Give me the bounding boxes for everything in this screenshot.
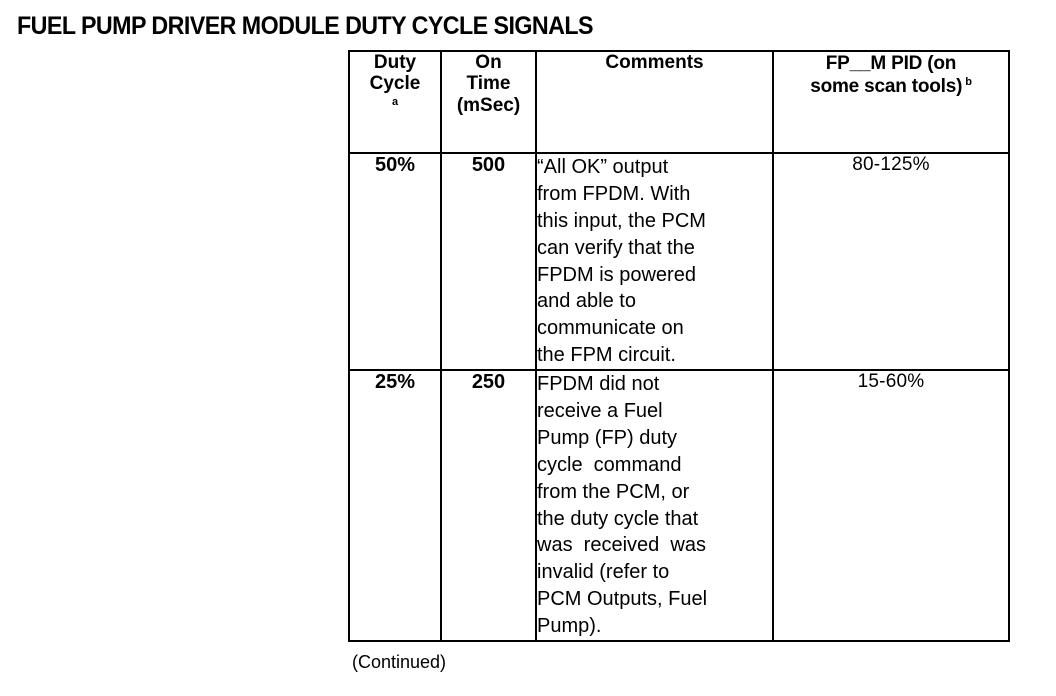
cell-duty-cycle: 50%	[348, 151, 442, 372]
column-header-on-time: On Time (mSec)	[440, 50, 537, 154]
comment-line: Pump (FP) duty	[537, 426, 678, 449]
cell-on-time: 500	[440, 151, 537, 372]
cell-comments: “All OK” output from FPDM. With this inp…	[535, 151, 774, 372]
column-header-pid: FP__M PID (on some scan tools)b	[772, 50, 1010, 154]
cell-pid-value: 80-125%	[772, 151, 1010, 372]
comment-line: the FPM circuit.	[537, 344, 676, 367]
table-row: 50% 500 “All OK” output from FPDM. With …	[348, 151, 1010, 372]
comment-line: was received was	[537, 534, 706, 557]
comment-line: FPDM is powered	[537, 263, 696, 286]
cell-duty-cycle: 25%	[348, 369, 442, 643]
comments-label: Comments	[605, 52, 704, 73]
duty-cycle-label-line1: Duty	[373, 52, 417, 73]
comment-line: can verify that the	[537, 236, 695, 259]
comment-line: PCM Outputs, Fuel	[537, 588, 708, 611]
on-time-label-line3: (mSec)	[456, 94, 521, 116]
on-time-label-line1: On	[475, 52, 502, 73]
pid-label-line2-wrap: some scan tools)b	[774, 75, 1008, 98]
duty-cycle-label-line2: Cycle	[369, 73, 421, 95]
duty-cycle-footnote-marker: a	[391, 95, 399, 108]
comment-line: FPDM did not	[537, 373, 660, 396]
column-header-duty-cycle: Duty Cycle a	[348, 50, 442, 154]
table-row: 25% 250 FPDM did not receive a Fuel Pump…	[348, 369, 1010, 643]
on-time-label-line2: Time	[466, 73, 511, 95]
cell-on-time: 250	[440, 369, 537, 643]
comment-line: from the PCM, or	[537, 480, 690, 503]
cell-comments: FPDM did not receive a Fuel Pump (FP) du…	[535, 369, 774, 643]
comment-line: cycle command	[537, 453, 682, 476]
page-title: FUEL PUMP DRIVER MODULE DUTY CYCLE SIGNA…	[17, 12, 594, 40]
cell-pid-value: 15-60%	[772, 369, 1010, 643]
comment-line: this input, the PCM	[537, 209, 706, 232]
column-header-comments: Comments	[535, 50, 774, 154]
comment-line: invalid (refer to	[537, 561, 670, 584]
comment-line: the duty cycle that	[537, 507, 699, 530]
table-header-row: Duty Cycle a On Time (mSec) Comments FP_…	[348, 50, 1010, 154]
pid-footnote-marker: b	[965, 75, 972, 88]
comment-line: communicate on	[537, 317, 684, 340]
comment-line: and able to	[537, 290, 636, 313]
comment-line: from FPDM. With	[537, 182, 691, 205]
pid-label-line2: some scan tools)	[810, 76, 963, 98]
comment-line: receive a Fuel	[537, 400, 663, 423]
comment-line: Pump).	[537, 615, 602, 638]
pid-label-line1: FP__M PID (on	[825, 53, 957, 74]
continued-note: (Continued)	[352, 652, 447, 672]
duty-cycle-signals-table: Duty Cycle a On Time (mSec) Comments FP_…	[348, 50, 1010, 643]
comment-line: “All OK” output	[537, 156, 669, 178]
